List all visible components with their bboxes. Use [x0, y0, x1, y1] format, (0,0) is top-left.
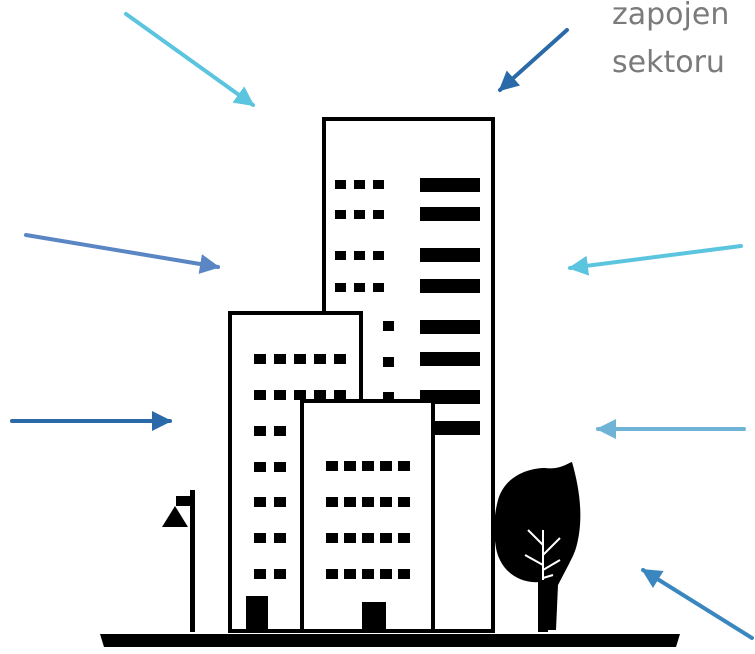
- front-building: [302, 401, 433, 631]
- tree-icon: [494, 462, 580, 632]
- ground-line: [100, 634, 680, 647]
- arrow-icon: [126, 14, 253, 105]
- arrow-icon: [643, 570, 752, 638]
- street-lamp-icon: [162, 490, 195, 632]
- left-building-door: [246, 596, 268, 631]
- front-building-door: [362, 602, 386, 631]
- arrow-icon: [500, 30, 567, 90]
- arrow-icon: [570, 246, 741, 268]
- arrow-icon: [26, 235, 218, 267]
- label-line-1: zapojen: [612, 0, 729, 34]
- label-line-2: sektoru: [612, 44, 725, 82]
